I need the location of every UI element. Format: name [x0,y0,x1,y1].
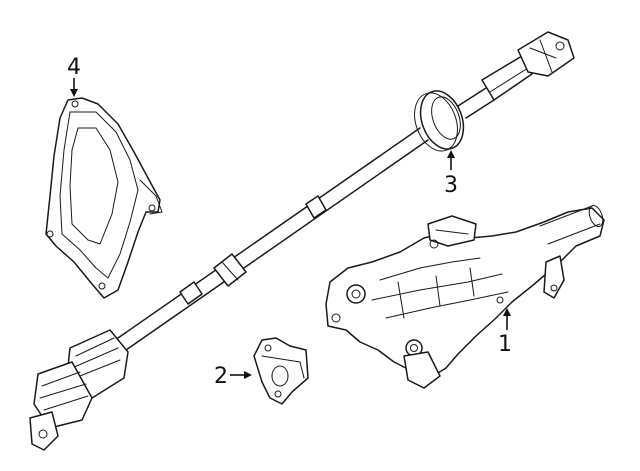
part-3-intermediate-shaft [29,31,575,451]
callout-label-2: 2 [214,364,228,389]
callout-label-4: 4 [67,55,81,80]
part-4-column-cover [45,97,163,299]
callout-4: 4 [67,55,81,97]
callout-label-3: 3 [444,173,458,198]
callout-1: 1 [498,308,512,357]
part-2-bracket [253,337,309,405]
callout-2: 2 [214,364,252,389]
callout-3: 3 [444,150,458,198]
part-1-steering-column [325,204,605,389]
callout-label-1: 1 [498,332,512,357]
